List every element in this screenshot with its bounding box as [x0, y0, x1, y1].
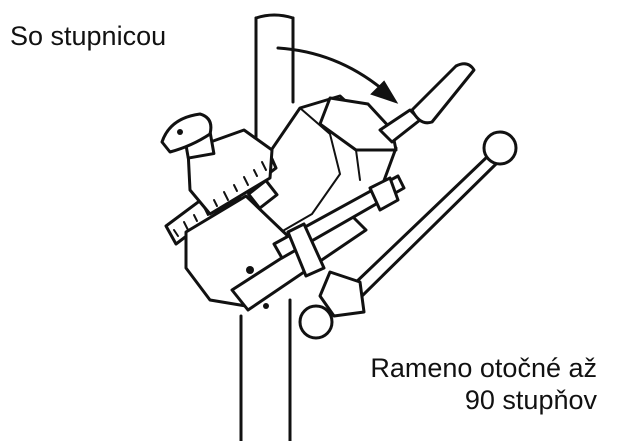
- caption-arm-rotation-line1: Rameno otočné až: [370, 353, 597, 383]
- clamp-knob: [160, 112, 216, 160]
- caption-with-scale: So stupnicou: [10, 21, 167, 51]
- tilt-lever-arm: [298, 130, 518, 340]
- central-rod: [272, 174, 406, 278]
- caption-arm-rotation: Rameno otočné až 90 stupňov: [370, 352, 597, 416]
- rotation-arrow: [276, 46, 399, 104]
- column: [239, 13, 295, 441]
- caption-arm-rotation-line2: 90 stupňov: [464, 385, 597, 415]
- scale-ticks: [173, 161, 267, 237]
- feed-handle: [378, 62, 476, 144]
